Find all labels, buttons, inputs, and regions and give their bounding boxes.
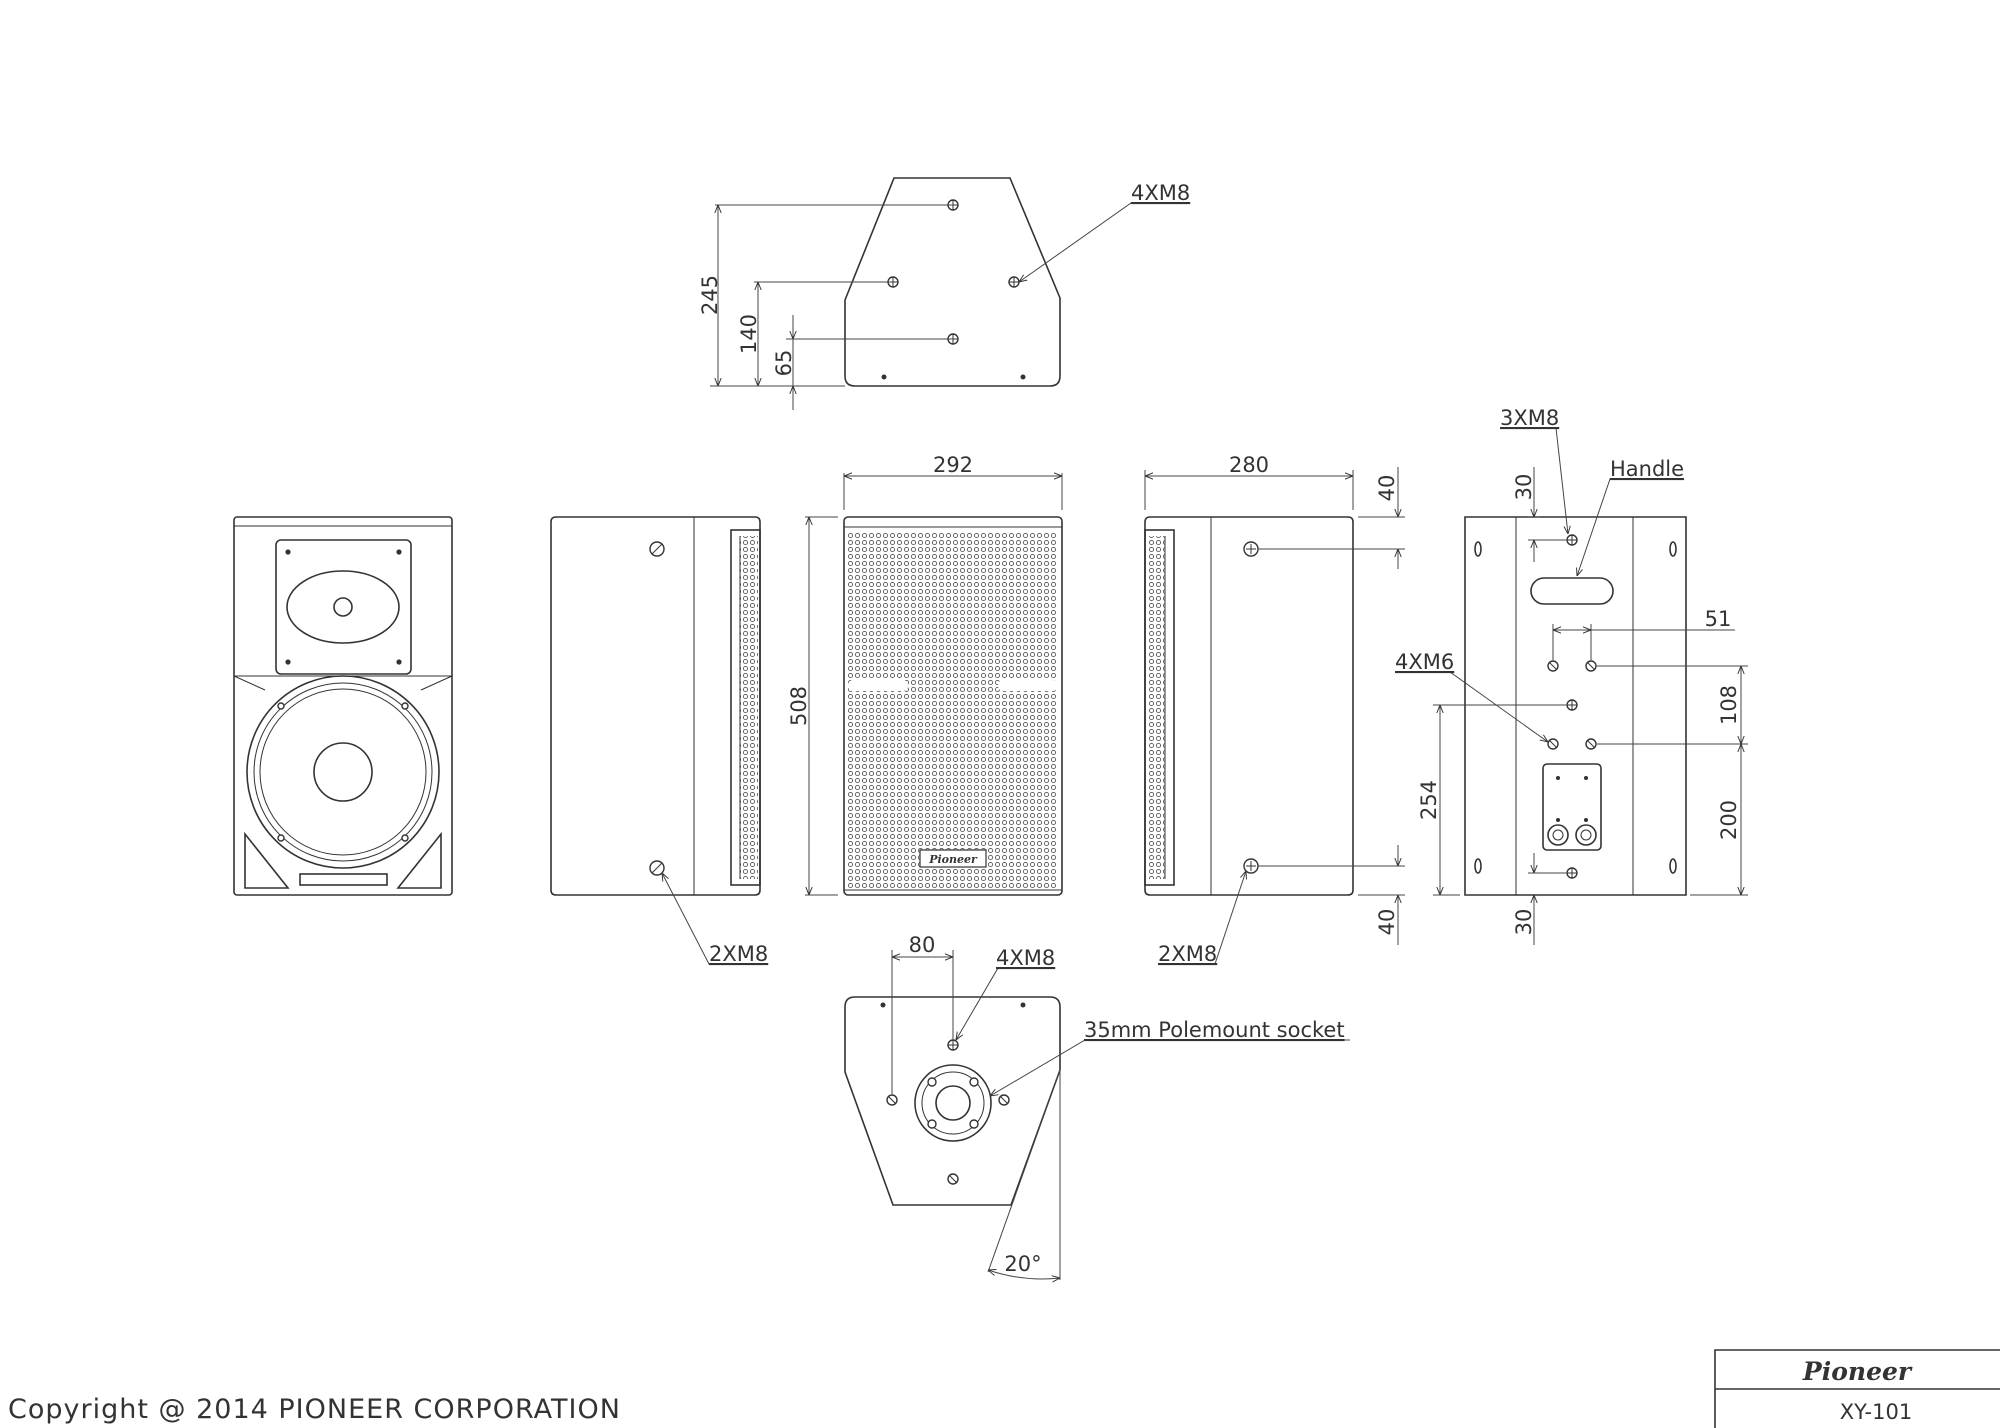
grille-badge: Pioneer [928, 853, 978, 866]
copyright-text: Copyright @ 2014 PIONEER CORPORATION [8, 1394, 621, 1425]
rear-dim-254: 254 [1417, 780, 1441, 820]
title-block: Pioneer XY-101 [1714, 1349, 2000, 1428]
bottom-angle: 20° [1004, 1252, 1041, 1276]
rear-dim-108: 108 [1717, 685, 1741, 725]
rear-dim-30-bottom: 30 [1512, 909, 1536, 936]
mount-hole [1566, 534, 1578, 546]
mount-hole [1008, 276, 1020, 288]
rear-dim-30-top: 30 [1512, 474, 1536, 501]
dim-65: 65 [772, 350, 796, 377]
handle [1530, 577, 1614, 605]
dim-245: 245 [698, 275, 722, 315]
socket-label: 35mm Polemount socket [1084, 1018, 1345, 1042]
model-number: XY-101 [1840, 1400, 1912, 1424]
mount-hole [998, 1094, 1010, 1106]
mount-hole [1566, 699, 1578, 711]
side-view-left: 2XM8 [550, 516, 768, 966]
front-width: 292 [933, 453, 973, 477]
rear-mid-mount-label: 4XM6 [1395, 650, 1454, 674]
rear-dim-51: 51 [1705, 607, 1732, 631]
mount-hole [649, 860, 665, 876]
mount-hole [947, 1039, 959, 1051]
dim-140: 140 [737, 314, 761, 354]
bottom-view: 80 4XM8 35mm Polemount socket 20° [844, 933, 1350, 1280]
right-depth: 280 [1229, 453, 1269, 477]
front-height: 508 [787, 686, 811, 726]
mount-hole [1547, 660, 1559, 672]
connector-plate [1542, 763, 1602, 851]
bottom-mount-label: 4XM8 [996, 946, 1055, 970]
rear-top-mount-label: 3XM8 [1500, 406, 1559, 430]
mount-hole [1585, 660, 1597, 672]
front-view-grille: Pioneer 292 508 [787, 453, 1063, 896]
mount-hole [1547, 738, 1559, 750]
mount-hole [649, 541, 665, 557]
mount-hole [1243, 541, 1259, 557]
right-bottom-offset: 40 [1375, 909, 1399, 936]
polemount-socket [914, 1064, 992, 1142]
bottom-dim-80: 80 [909, 933, 936, 957]
mount-hole [1243, 858, 1259, 874]
brand-logo: Pioneer [1802, 1357, 1913, 1386]
top-mount-label: 4XM8 [1131, 181, 1190, 205]
right-top-offset: 40 [1375, 475, 1399, 502]
mount-hole [947, 1173, 959, 1185]
front-view-open [233, 516, 453, 896]
rear-view: 3XM8 Handle 30 51 4XM6 108 200 254 30 [1395, 406, 1748, 945]
right-mount-label: 2XM8 [1158, 942, 1217, 966]
handle-label: Handle [1610, 457, 1684, 481]
top-view: 245 140 65 4XM8 [698, 177, 1190, 410]
left-mount-label: 2XM8 [709, 942, 768, 966]
side-view-right: 280 40 40 2XM8 [1144, 453, 1405, 966]
rear-dim-200: 200 [1717, 800, 1741, 840]
mount-hole [1585, 738, 1597, 750]
mount-hole [1566, 867, 1578, 879]
mount-hole [886, 1094, 898, 1106]
